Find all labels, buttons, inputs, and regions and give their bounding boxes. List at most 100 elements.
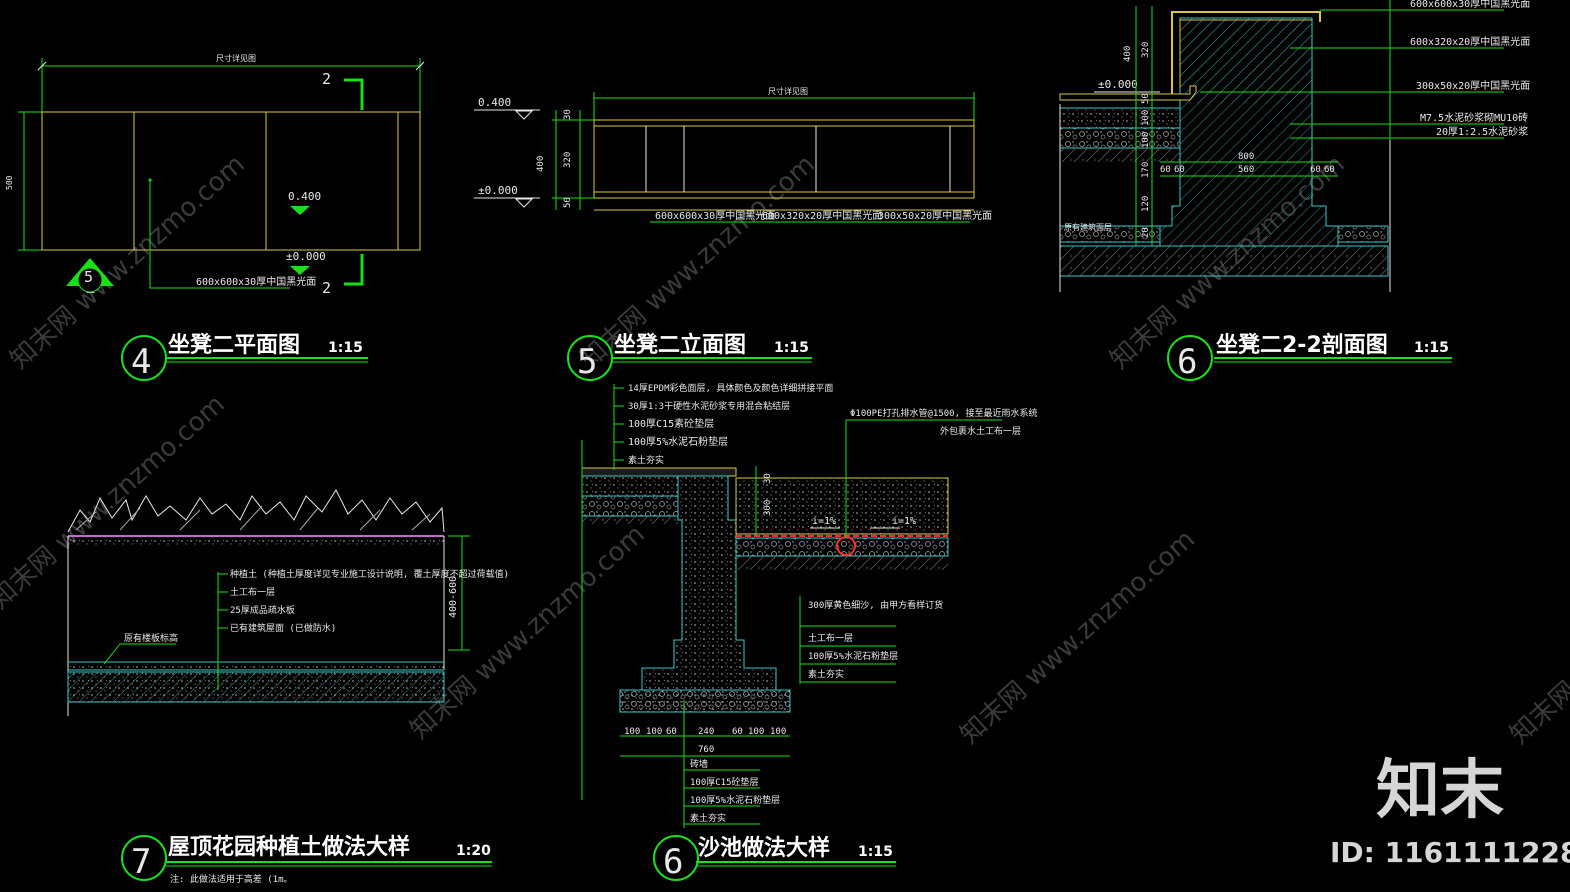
layer-note: 种植土 (种植土厚度详见专业施工设计说明, 覆土厚度不超过荷载值) — [230, 568, 509, 580]
layer-note: 原有建筑面层 — [1064, 222, 1112, 232]
layer-note: 素土夯实 — [808, 668, 844, 680]
dimension-label: 400 — [1123, 46, 1133, 62]
layer-note: 素土夯实 — [690, 812, 726, 824]
dimension-label: 320 — [563, 152, 573, 168]
drawing-6-bench-section: ±0.000 400 320 50 100 100 170 120 20 800… — [1059, 0, 1530, 382]
layer-note: 100厚C15素砼垫层 — [628, 417, 714, 430]
pipe-callout: Φ100PE打孔排水管@1500, 接至最近雨水系统 — [850, 407, 1037, 419]
dimension-label: 60 — [732, 727, 743, 737]
material-callout: 20厚1:2.5水泥砂浆 — [1436, 125, 1528, 138]
drawing-scale: 1:15 — [858, 844, 893, 860]
material-callout: 600x600x30厚中国黑光面 — [655, 209, 775, 222]
image-id: ID: 1161111228 — [1330, 836, 1570, 869]
drawing-note: 注: 此做法适用于高差 (1m。 — [170, 873, 293, 885]
reference-sheet: 一 — [86, 289, 95, 299]
reference-number: 5 — [84, 268, 93, 286]
dimension-label: 20 — [1141, 227, 1151, 238]
drawing-title: 坐凳二2-2剖面图 — [1216, 332, 1388, 358]
drawing-title: 沙池做法大样 — [698, 835, 830, 861]
watermark-text: 知末网 www.znzmo.com — [405, 519, 651, 745]
drawing-6-sandpit-detail: i=1% i=1% 30 300 14厚EPDM彩色面层, 具体颜色及颜色详细拼… — [581, 382, 1037, 882]
slope-label: i=1% — [892, 516, 916, 527]
layer-note: 原有楼板标高 — [124, 632, 178, 644]
material-callout: 300x50x20厚中国黑光面 — [1416, 79, 1530, 92]
drawing-number: 4 — [131, 342, 151, 382]
material-callout: 600x320x20厚中国黑光面 — [1410, 35, 1530, 48]
material-callout: 300x50x20厚中国黑光面 — [878, 209, 992, 222]
dimension-label: 300 — [763, 500, 773, 516]
dimension-label: 760 — [698, 745, 714, 755]
drawing-4-bench-plan: 尺寸详见图 500 2 2 0.400 ±0.000 600x600x30厚中国… — [5, 53, 425, 382]
layer-note: 土工布一层 — [808, 632, 853, 644]
layer-note: 100厚5%水泥石粉垫层 — [628, 435, 728, 448]
material-callout: M7.5水泥砂浆砌MU10砖 — [1420, 111, 1528, 124]
layer-note: 素土夯实 — [628, 454, 664, 466]
dimension-label: 240 — [698, 727, 714, 737]
dimension-label: 100 — [770, 727, 786, 737]
drawing-scale: 1:20 — [456, 843, 491, 859]
pipe-callout: 外包裹水土工布一层 — [940, 425, 1021, 437]
drawing-title: 坐凳二立面图 — [614, 332, 746, 358]
layer-note: 30厚1:3干硬性水泥砂浆专用混合粘结层 — [628, 400, 790, 412]
layer-note: 14厚EPDM彩色面层, 具体颜色及颜色详细拼接平面 — [628, 382, 833, 394]
level-label: ±0.000 — [286, 250, 326, 263]
layer-note: 100厚5%水泥石粉垫层 — [690, 794, 780, 806]
level-label: 0.400 — [478, 96, 511, 109]
drawing-scale: 1:15 — [328, 340, 363, 356]
dimension-label: 100 — [646, 727, 662, 737]
planting-outline — [67, 488, 445, 533]
dimension-label: 500 — [5, 175, 14, 190]
section-mark-label: 2 — [322, 70, 331, 88]
dimension-label: 100 — [624, 727, 640, 737]
dimension-label: 400 — [536, 156, 546, 172]
dimension-label: 400-600 — [448, 576, 459, 618]
dimension-label: 60 — [1174, 165, 1185, 175]
brand-logo: 知末 — [1376, 754, 1504, 828]
layer-note: 砖墙 — [690, 758, 708, 770]
drawing-number: 7 — [131, 842, 151, 882]
dimension-label: 100 — [748, 727, 764, 737]
level-label: ±0.000 — [478, 184, 518, 197]
layer-note: 100厚C15砼垫层 — [690, 776, 759, 788]
drawing-title: 屋顶花园种植土做法大样 — [168, 834, 410, 860]
dimension-label: 60 — [1324, 165, 1335, 175]
level-label: 0.400 — [288, 190, 321, 203]
watermark-text: 知末网 www.znzmo.com — [955, 524, 1201, 750]
drawing-title: 坐凳二平面图 — [168, 332, 300, 358]
layer-note: 已有建筑屋面 (已做防水) — [230, 622, 336, 634]
dimension-label: 尺寸详见图 — [768, 86, 808, 96]
drawing-number: 6 — [1177, 342, 1197, 382]
drawing-scale: 1:15 — [774, 340, 809, 356]
drawing-number: 5 — [577, 342, 597, 382]
dimension-label: 100 — [1141, 110, 1151, 126]
dimension-label: 50 — [563, 197, 573, 208]
layer-note: 300厚黄色细沙, 由甲方看样订货 — [808, 599, 943, 611]
drawing-scale: 1:15 — [1414, 340, 1449, 356]
level-label: ±0.000 — [1098, 78, 1138, 91]
material-callout: 600x320x20厚中国黑光面 — [762, 209, 882, 222]
watermark-text: 知末网 www.znzmo.com — [1505, 524, 1570, 750]
layer-note: 土工布一层 — [230, 586, 275, 598]
drawing-number: 6 — [663, 842, 683, 882]
material-callout: 600x600x30厚中国黑光面 — [196, 275, 316, 288]
drawing-7-roof-garden-soil: 400-600 种植土 (种植土厚度详见专业施工设计说明, 覆土厚度不超过荷载值… — [67, 488, 509, 885]
slope-label: i=1% — [812, 516, 836, 527]
dimension-label: 320 — [1141, 42, 1151, 58]
drawing-5-bench-elevation: 尺寸详见图 0.400 ±0.000 400 30 320 50 600x600… — [474, 86, 992, 382]
dimension-label: 100 — [1141, 132, 1151, 148]
dimension-label: 尺寸详见图 — [216, 53, 256, 63]
section-mark-label: 2 — [322, 279, 331, 297]
material-callout: 600x600x30厚中国黑光面 — [1410, 0, 1530, 10]
dimension-label: 30 — [763, 473, 773, 484]
dimension-label: 60 — [666, 727, 677, 737]
dimension-label: 120 — [1141, 196, 1151, 212]
dimension-label: 800 — [1238, 152, 1254, 162]
dimension-label: 30 — [563, 109, 573, 120]
watermark-text: 知末网 www.znzmo.com — [0, 389, 231, 615]
dimension-label: 50 — [1141, 93, 1151, 104]
dimension-label: 60 — [1310, 165, 1321, 175]
dimension-label: 170 — [1141, 162, 1151, 178]
dimension-label: 60 — [1160, 165, 1171, 175]
layer-note: 100厚5%水泥石粉垫层 — [808, 650, 898, 662]
